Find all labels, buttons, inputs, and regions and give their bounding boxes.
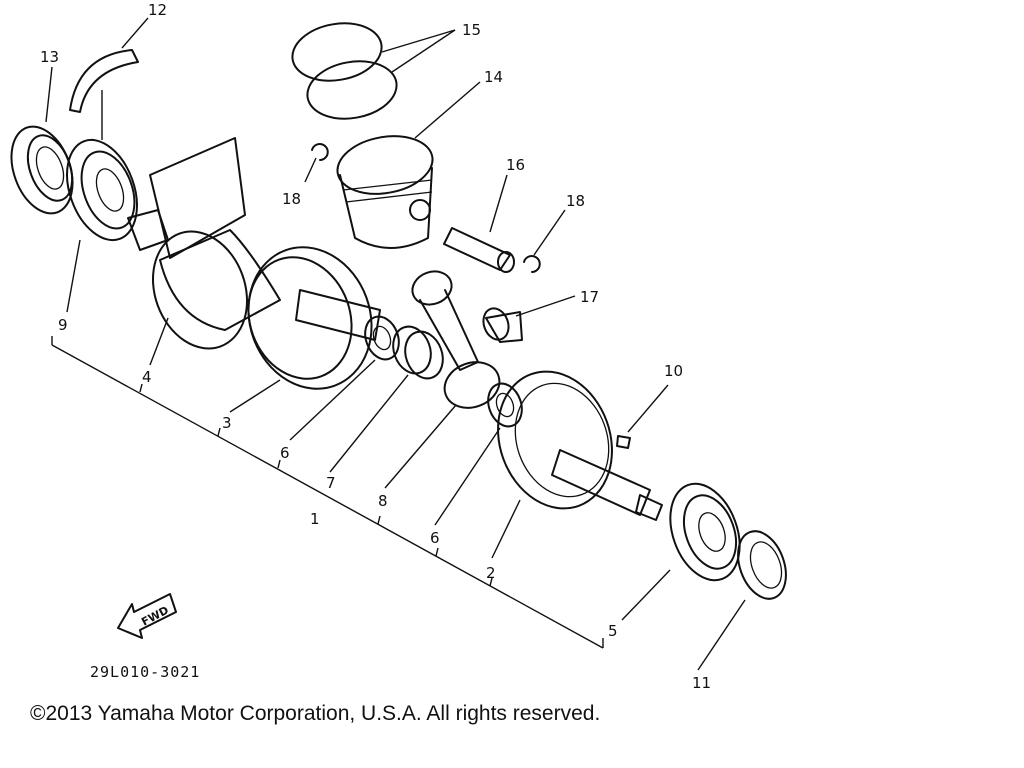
callout-5: 5 <box>608 622 618 640</box>
callout-11: 11 <box>692 674 711 692</box>
callout-18-upper: 18 <box>282 190 301 208</box>
small-end-needle-bearing <box>482 307 523 343</box>
crank-wheel <box>247 246 381 390</box>
callout-labels: 12 13 15 14 18 16 18 17 10 9 4 3 6 7 1 8… <box>40 1 711 692</box>
callout-14: 14 <box>484 68 503 86</box>
callout-4: 4 <box>142 368 152 386</box>
piston-pin <box>443 227 515 273</box>
callout-1: 1 <box>310 510 320 528</box>
callout-3: 3 <box>222 414 232 432</box>
callout-7: 7 <box>326 474 336 492</box>
bearing-left <box>66 138 138 242</box>
diagram-code: 29L010-3021 <box>90 663 201 681</box>
oil-seal-left <box>10 125 74 215</box>
needle-bearing-big-end <box>392 325 444 380</box>
circlip-upper <box>311 143 329 161</box>
callout-17: 17 <box>580 288 599 306</box>
callout-18-lower: 18 <box>566 192 585 210</box>
assembly-bracket <box>51 336 604 649</box>
connecting-rod <box>411 270 501 409</box>
piston <box>336 135 434 249</box>
fwd-arrow-icon: FWD <box>117 593 177 639</box>
callout-2: 2 <box>486 564 496 582</box>
callout-6-left: 6 <box>280 444 290 462</box>
woodruff-key <box>616 435 631 449</box>
callout-13: 13 <box>40 48 59 66</box>
circlip-lower <box>523 255 541 273</box>
bearing-right <box>669 482 741 582</box>
callout-15: 15 <box>462 21 481 39</box>
crank-half-right <box>497 370 663 521</box>
callout-10: 10 <box>664 362 683 380</box>
clip-ring <box>69 49 139 113</box>
oil-seal-right <box>737 530 787 600</box>
callout-12: 12 <box>148 1 167 19</box>
callout-8: 8 <box>378 492 388 510</box>
callout-16: 16 <box>506 156 525 174</box>
callout-6-right: 6 <box>430 529 440 547</box>
thrust-washer-right <box>487 382 523 428</box>
piston-rings <box>291 22 398 120</box>
leader-lines <box>45 17 746 671</box>
callout-9: 9 <box>58 316 68 334</box>
crank-half-left <box>127 137 281 350</box>
copyright-notice: ©2013 Yamaha Motor Corporation, U.S.A. A… <box>30 702 601 725</box>
